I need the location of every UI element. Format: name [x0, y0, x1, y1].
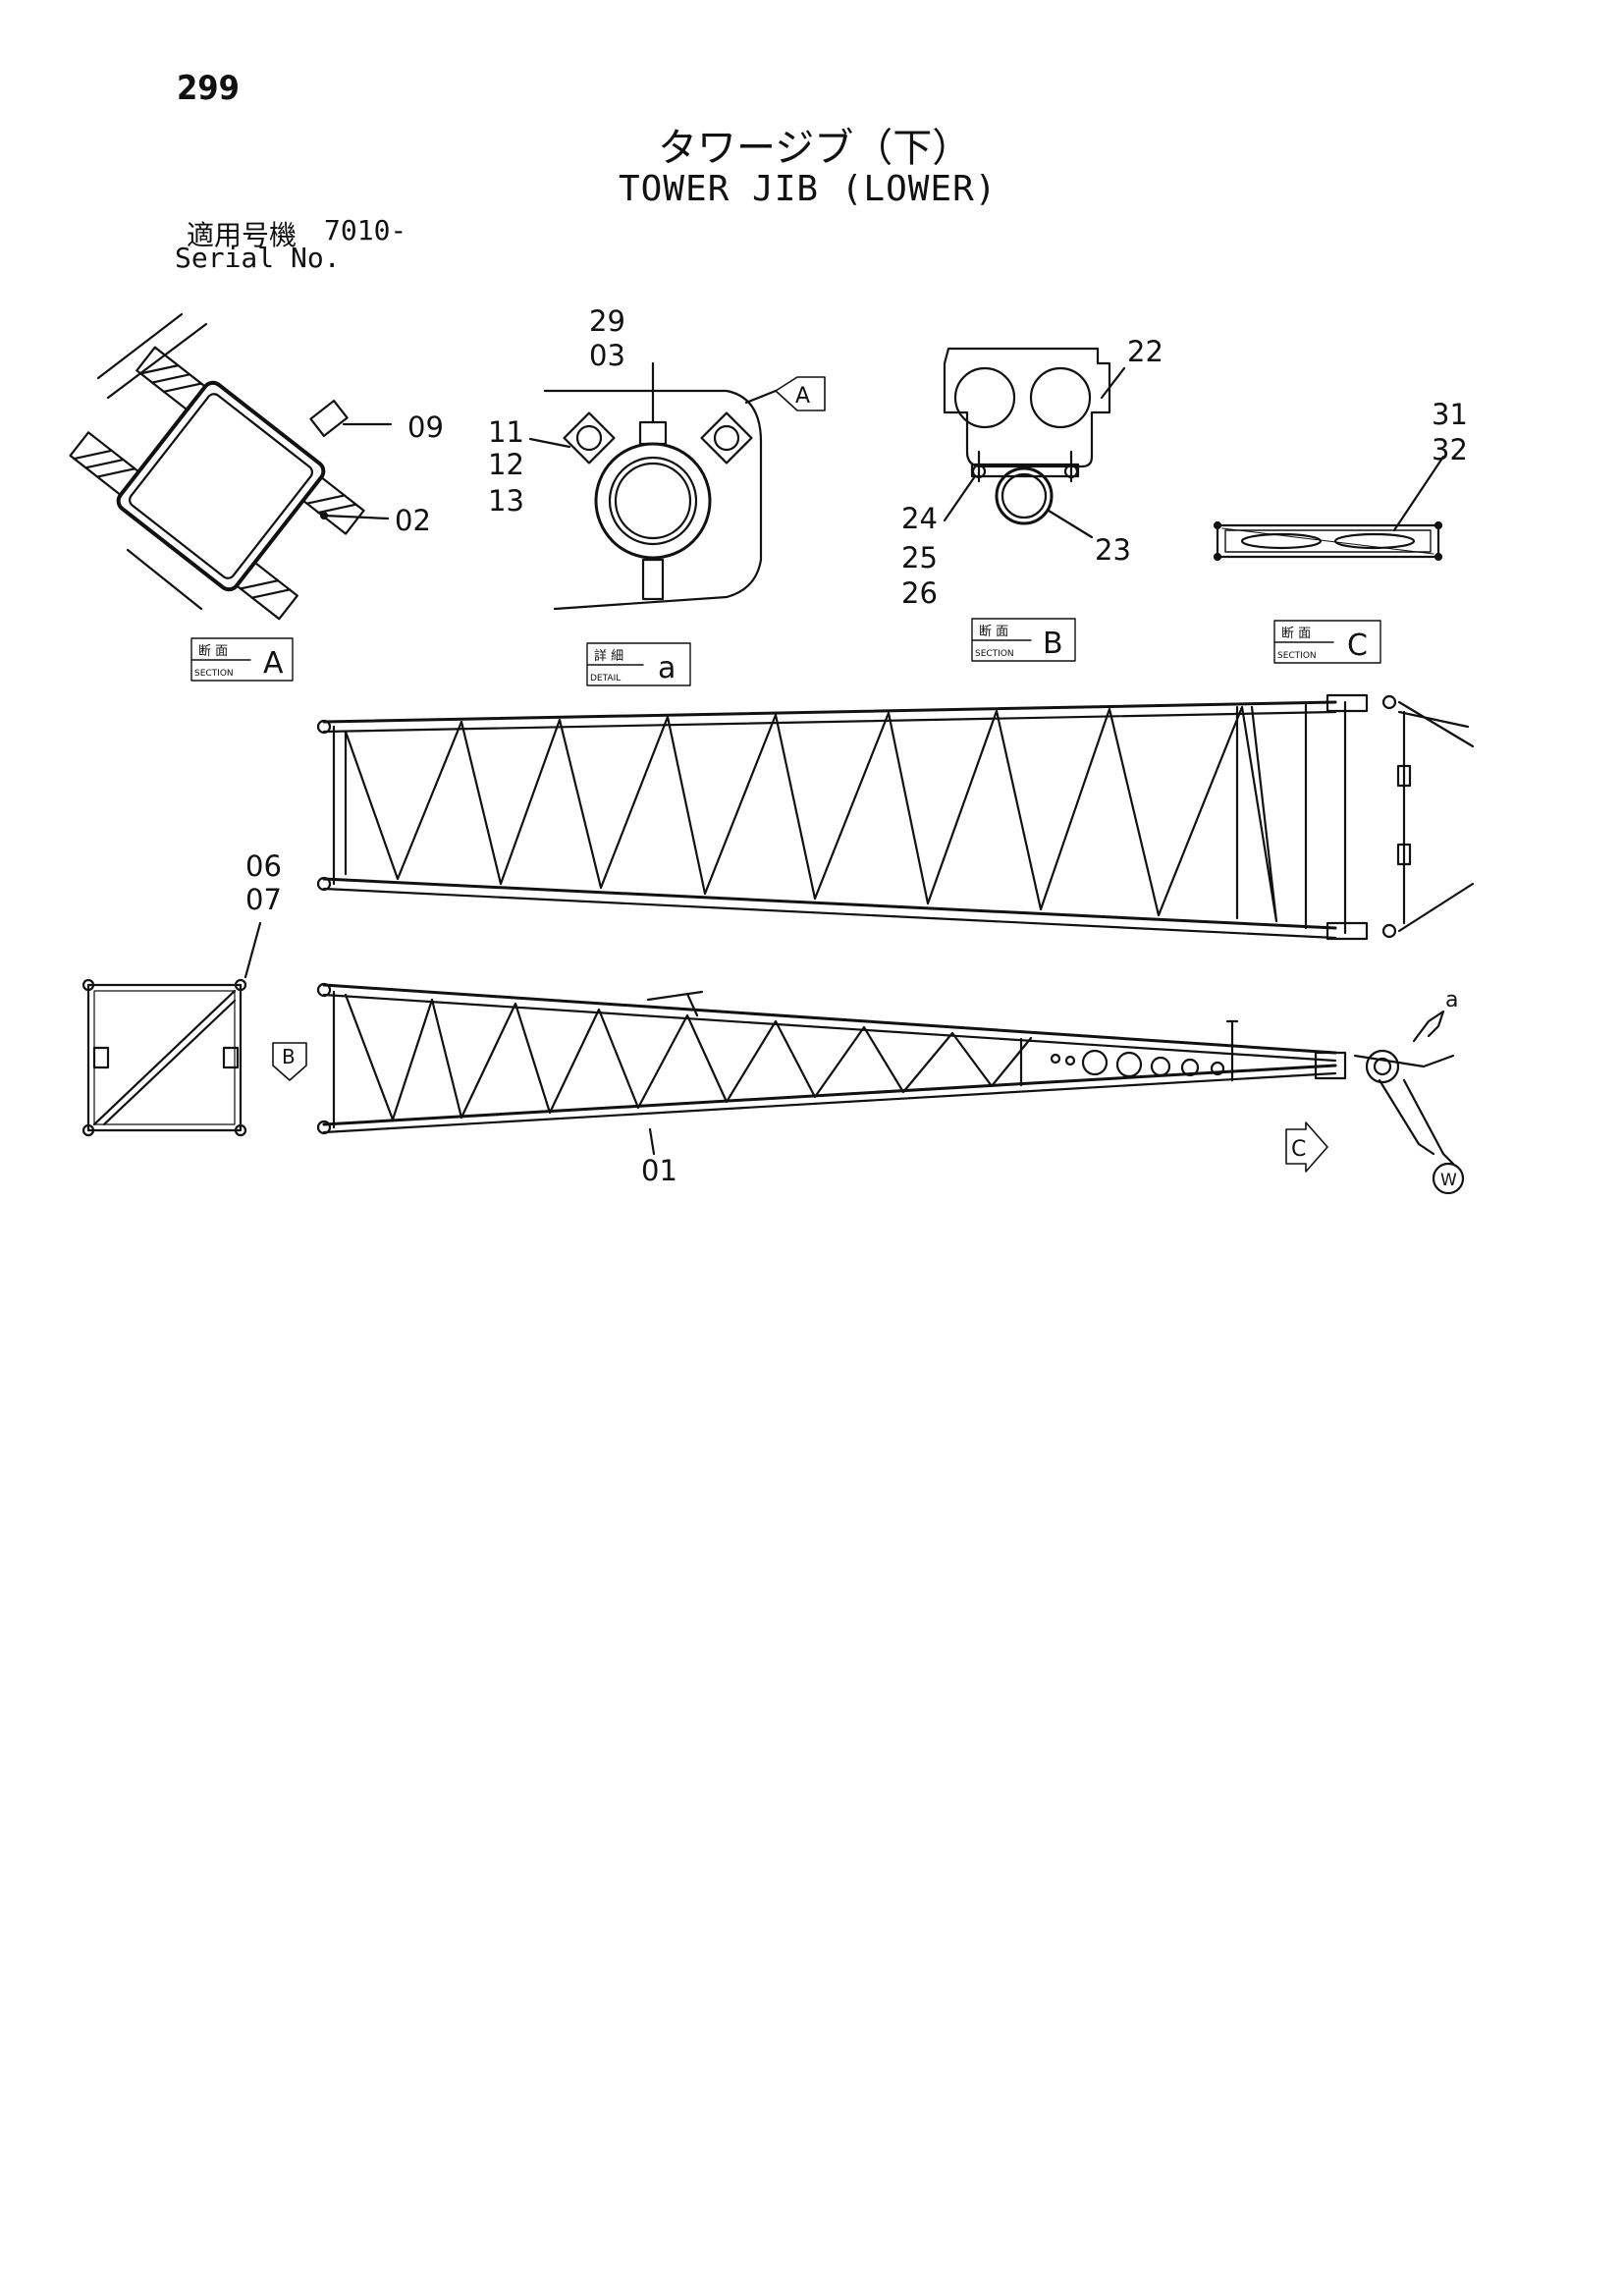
- section-c-jp: 断 面: [1281, 627, 1311, 641]
- end-frame-drawing: [81, 921, 262, 1137]
- callout-29: 29: [589, 304, 625, 338]
- detail-a-drawing: [528, 361, 826, 611]
- section-b-en: SECTION: [975, 649, 1014, 659]
- lower-jib-drawing: [272, 982, 1465, 1195]
- marker-c-arrow: C: [1291, 1137, 1306, 1162]
- marker-detail-a: a: [1445, 988, 1458, 1012]
- marker-a-arrow: A: [795, 384, 810, 409]
- section-a-jp: 断 面: [198, 644, 228, 659]
- callout-13: 13: [488, 484, 524, 518]
- callout-12: 12: [488, 448, 524, 481]
- section-c-drawing: [1213, 455, 1445, 562]
- callout-06: 06: [245, 849, 282, 883]
- callout-02: 02: [395, 504, 431, 537]
- callout-22: 22: [1127, 335, 1163, 368]
- callout-11: 11: [488, 415, 524, 449]
- section-a-letter: A: [263, 646, 284, 681]
- serial-label-english: Serial No.: [175, 242, 341, 274]
- callout-07: 07: [245, 883, 282, 916]
- callout-03: 03: [589, 339, 625, 372]
- callout-26: 26: [901, 576, 938, 610]
- section-a-en: SECTION: [194, 669, 234, 679]
- callout-09: 09: [407, 410, 444, 444]
- callout-24: 24: [901, 502, 938, 535]
- section-b-jp: 断 面: [979, 625, 1008, 639]
- section-b-drawing: [943, 347, 1126, 539]
- callout-25: 25: [901, 541, 938, 574]
- section-a-drawing: [69, 312, 393, 621]
- serial-label-japanese: 適用号機: [187, 219, 298, 251]
- marker-b-arrow: B: [282, 1045, 296, 1068]
- serial-value: 7010-: [324, 214, 407, 246]
- section-box-frames: [190, 618, 1381, 686]
- section-c-en: SECTION: [1277, 651, 1317, 661]
- marker-w: W: [1440, 1171, 1457, 1190]
- title-japanese: タワージブ（下）: [658, 126, 972, 171]
- page-number: 299: [177, 69, 240, 108]
- detail-a-en: DETAIL: [590, 674, 621, 683]
- section-c-letter: C: [1347, 629, 1368, 663]
- callout-31: 31: [1432, 398, 1468, 431]
- upper-jib-drawing: [316, 693, 1475, 941]
- title-english: TOWER JIB (LOWER): [619, 169, 998, 209]
- callout-32: 32: [1432, 433, 1468, 466]
- callout-01: 01: [641, 1154, 677, 1187]
- detail-a-letter: a: [658, 651, 676, 685]
- detail-a-jp: 詳 細: [594, 648, 623, 664]
- section-b-letter: B: [1043, 627, 1063, 661]
- callout-23: 23: [1095, 533, 1131, 567]
